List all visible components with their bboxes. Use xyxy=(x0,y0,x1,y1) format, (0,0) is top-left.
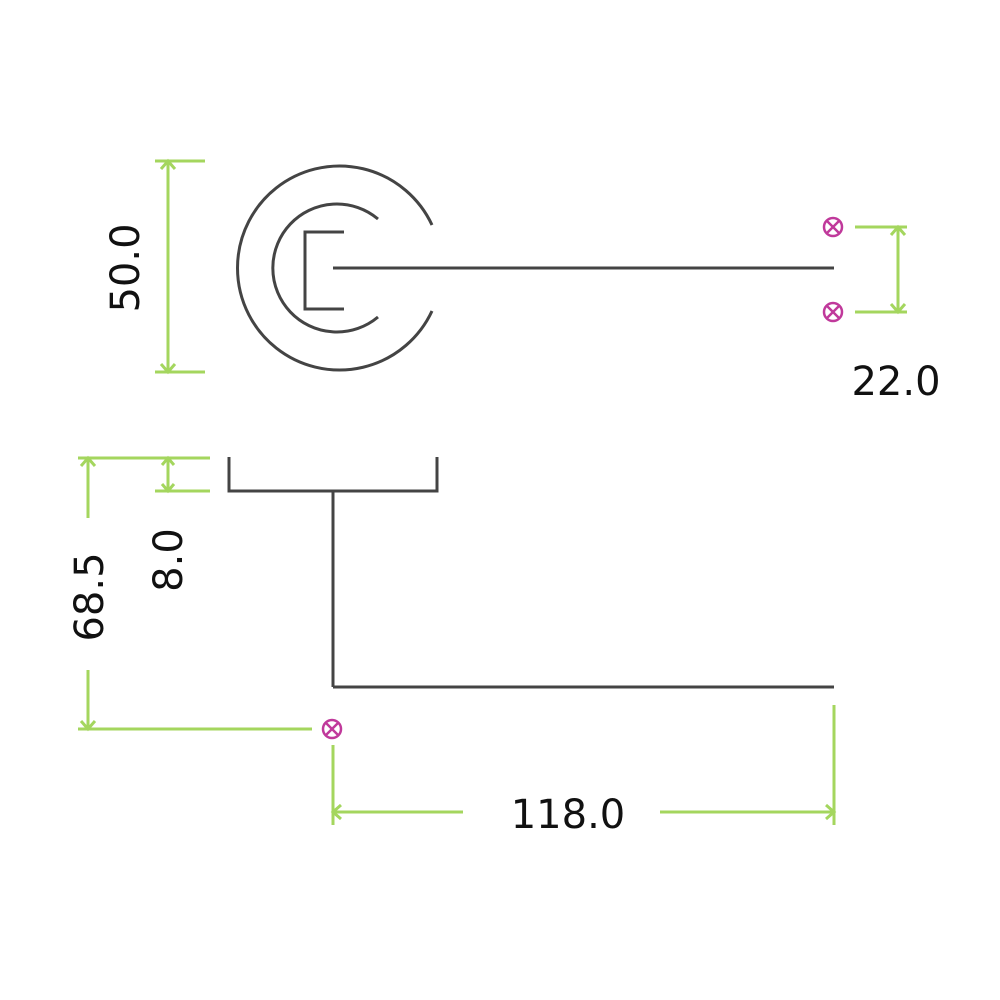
fixing-markers xyxy=(321,216,844,740)
fixing-point-icon xyxy=(822,301,844,323)
label-fixing-spacing: 22.0 xyxy=(851,359,940,405)
dimension-lines xyxy=(78,158,907,825)
rose-side-profile xyxy=(227,457,439,493)
dimension-rose-depth xyxy=(155,455,210,494)
side-view xyxy=(227,457,834,689)
dimension-rose-diameter xyxy=(155,158,205,375)
rose-outer-ring xyxy=(236,164,434,372)
label-lever-length: 118.0 xyxy=(511,792,626,838)
fixing-point-icon xyxy=(321,718,343,740)
label-rose-diameter: 50.0 xyxy=(103,223,149,312)
dimension-fixing-spacing xyxy=(855,224,907,315)
rose-inner-ring xyxy=(271,202,379,334)
label-projection: 68.5 xyxy=(67,552,113,641)
dimension-projection xyxy=(78,455,312,732)
rose-lever-boss xyxy=(303,230,344,311)
front-view xyxy=(236,164,834,372)
dimension-lever-length xyxy=(330,705,837,825)
label-rose-depth: 8.0 xyxy=(146,528,192,592)
fixing-point-icon xyxy=(822,216,844,238)
